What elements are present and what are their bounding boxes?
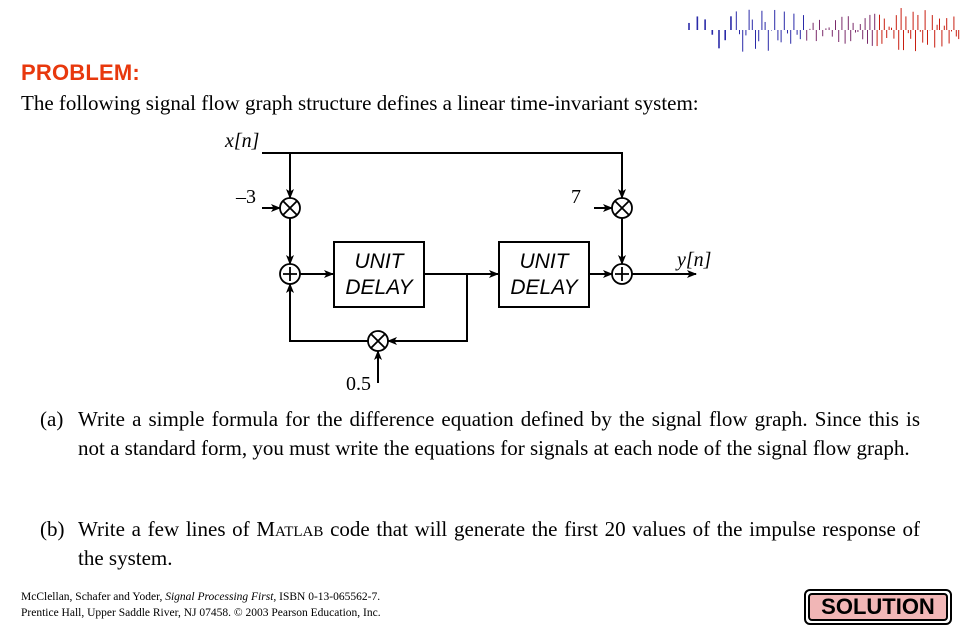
input-line: [262, 152, 626, 199]
solution-button[interactable]: SOLUTION: [804, 589, 952, 625]
gain-feedback-label: 0.5: [346, 373, 371, 395]
feedback-to-adder: [286, 283, 368, 342]
footer-line-2: Prentice Hall, Upper Saddle River, NJ 07…: [21, 607, 381, 619]
signal-flow-graph: x[n] y[n] –3 7 0.5 UNIT DELAY UNIT DELAY: [224, 130, 711, 395]
block1-line2: DELAY: [345, 276, 414, 299]
output-label: y[n]: [675, 249, 711, 271]
footer-line-1: McClellan, Schafer and Yoder, Signal Pro…: [21, 591, 381, 603]
problem-heading: PROBLEM:: [21, 60, 140, 85]
unit-delay-block-2: [498, 241, 590, 308]
question-a: (a) Write a simple formula for the diffe…: [40, 405, 920, 462]
unit-delay-block-1: [333, 241, 425, 308]
question-b-label: (b): [40, 517, 65, 541]
citation-footer: McClellan, Schafer and Yoder, Signal Pro…: [21, 589, 381, 621]
problem-intro: The following signal flow graph structur…: [21, 91, 699, 115]
block2-line1: UNIT: [520, 250, 571, 273]
solution-button-label: SOLUTION: [808, 593, 948, 621]
feedback-line: [387, 274, 468, 345]
matlab-name: Matlab: [256, 517, 324, 541]
question-b: (b) Write a few lines of Matlab code tha…: [40, 515, 920, 572]
block2-line2: DELAY: [510, 276, 579, 299]
question-a-text: Write a simple formula for the differenc…: [78, 407, 920, 460]
question-b-text: Write a few lines of Matlab code that wi…: [78, 517, 920, 570]
block1-line1: UNIT: [355, 250, 406, 273]
signal-logo-icon: [688, 8, 960, 52]
gain-left-label: –3: [235, 186, 256, 208]
gain-right-label: 7: [571, 186, 581, 208]
input-label: x[n]: [224, 130, 259, 152]
question-a-label: (a): [40, 407, 64, 431]
